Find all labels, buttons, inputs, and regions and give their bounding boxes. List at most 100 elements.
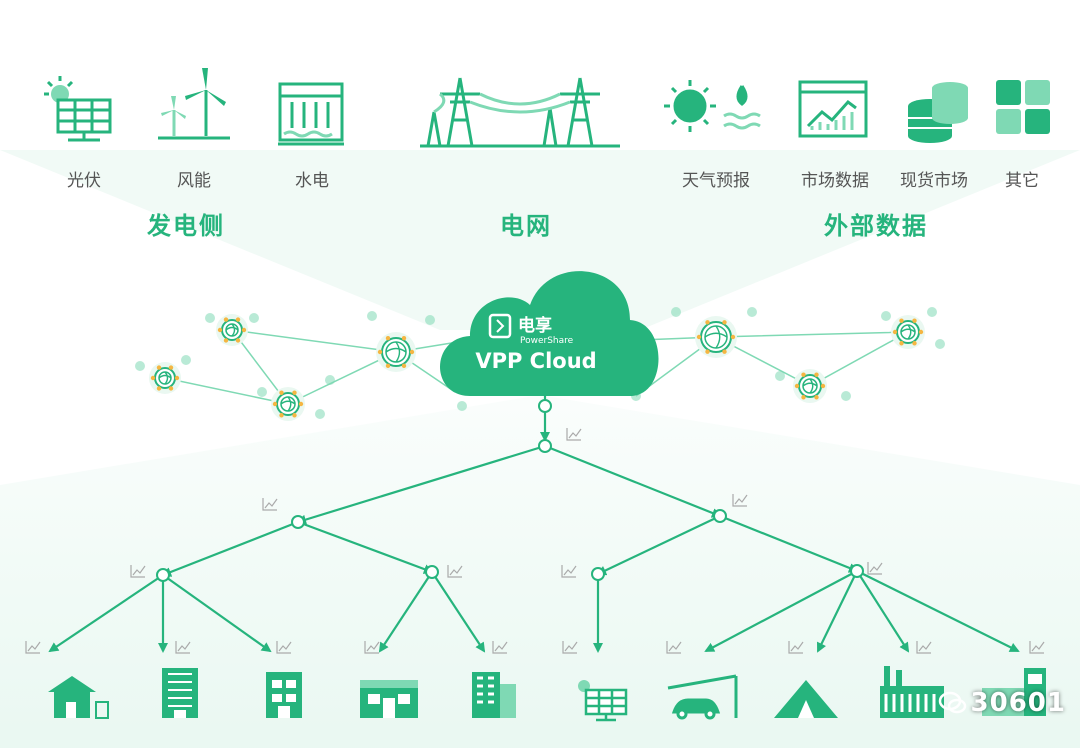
trend-icon: [732, 494, 748, 507]
tree-edge: [378, 571, 433, 653]
brand-logo-icon: [488, 313, 512, 339]
network-hubs: [135, 307, 945, 421]
label-solar: 光伏: [67, 171, 101, 191]
tree-edge: [704, 570, 858, 652]
label-market-data: 市场数据: [801, 171, 869, 191]
network-dot: [181, 355, 191, 365]
lower-beam: [0, 395, 1080, 748]
tree-node: [538, 399, 552, 413]
network-dot: [205, 313, 215, 323]
network-hub-icon: [376, 332, 416, 372]
apartment-icon: [472, 672, 516, 718]
tree-edge: [297, 520, 434, 574]
grid-squares-icon: [996, 80, 1050, 134]
tent-icon: [774, 680, 838, 718]
factory-icon: [880, 666, 944, 718]
solar-panel-icon: [44, 76, 112, 142]
network-dot: [249, 313, 259, 323]
left-network: [164, 329, 471, 405]
distribution-tree: [25, 396, 1045, 654]
trend-icon: [867, 562, 883, 575]
database-icon: [908, 82, 968, 143]
trend-icon: [130, 565, 146, 578]
trend-icon: [562, 641, 578, 654]
trend-icon: [262, 498, 278, 511]
network-dot: [671, 307, 681, 317]
trend-icon: [561, 565, 577, 578]
tree-edge: [719, 514, 859, 573]
network-dot: [425, 315, 435, 325]
tree-node: [156, 568, 170, 582]
cloud-brand-cn: 电享: [518, 315, 552, 336]
hydro-dam-icon: [278, 82, 344, 146]
office-tower-icon: [162, 668, 198, 718]
tree-edge: [296, 444, 546, 525]
solar-panel-icon: [578, 680, 628, 722]
network-dot: [841, 391, 851, 401]
trend-icon: [276, 641, 292, 654]
tree-node: [291, 515, 305, 529]
network-dot: [457, 401, 467, 411]
solar-house-icon: [48, 676, 109, 719]
tree-node: [713, 509, 727, 523]
tree-edge: [817, 570, 858, 653]
network-hub-icon: [891, 315, 925, 349]
network-dot: [935, 339, 945, 349]
tree-edge: [161, 520, 299, 577]
network-dot: [775, 371, 785, 381]
watermark-text: 30601: [970, 688, 1066, 718]
bottom-endpoints: [48, 666, 1046, 722]
network-dot: [747, 307, 757, 317]
network-hub-icon: [695, 316, 737, 358]
tree-edge: [544, 444, 722, 518]
category-generation: 发电侧: [147, 212, 225, 240]
tree-node: [538, 439, 552, 453]
label-weather: 天气预报: [682, 171, 750, 191]
category-external: 外部数据: [824, 212, 928, 240]
trend-icon: [175, 641, 191, 654]
tree-node: [591, 567, 605, 581]
upper-beam: [0, 150, 1080, 330]
wind-turbine-icon: [158, 68, 230, 140]
trend-icon: [447, 565, 463, 578]
tree-edge: [162, 574, 272, 653]
tree-edge: [856, 570, 1020, 652]
trend-icon: [364, 641, 380, 654]
warehouse-icon: [360, 680, 418, 718]
trend-icon: [492, 641, 508, 654]
tree-edge: [48, 574, 164, 653]
network-dot: [257, 387, 267, 397]
cloud-title: VPP Cloud: [475, 349, 596, 373]
cloud-brand-en: PowerShare: [520, 336, 574, 346]
trend-icon: [788, 641, 804, 654]
label-other: 其它: [1005, 171, 1039, 191]
network-hub-icon: [793, 369, 827, 403]
network-hub-icon: [149, 362, 181, 394]
tree-edge: [596, 515, 721, 576]
weather-icon: [664, 80, 761, 132]
tree-node: [425, 565, 439, 579]
network-dot: [325, 375, 335, 385]
trend-icon: [1029, 641, 1045, 654]
category-grid: 电网: [500, 212, 552, 240]
label-wind: 风能: [177, 171, 211, 191]
tree-edge: [431, 571, 486, 653]
vpp-cloud: 电享 PowerShare VPP Cloud: [440, 271, 659, 396]
label-hydro: 水电: [295, 171, 329, 191]
trend-icon: [25, 641, 41, 654]
network-hub-icon: [271, 387, 305, 421]
right-network: [635, 331, 909, 397]
network-hub-icon: [216, 314, 248, 346]
market-chart-icon: [798, 80, 868, 138]
trend-icon: [566, 428, 582, 441]
tree-edge: [856, 570, 910, 653]
trend-icon: [916, 641, 932, 654]
wechat-icon: [938, 691, 967, 714]
truck-charger-icon: [982, 668, 1046, 716]
network-dot: [315, 409, 325, 419]
transmission-tower-icon: [420, 77, 620, 148]
network-dot: [927, 307, 937, 317]
label-spot-market: 现货市场: [900, 171, 968, 191]
ev-charging-icon: [667, 674, 738, 720]
